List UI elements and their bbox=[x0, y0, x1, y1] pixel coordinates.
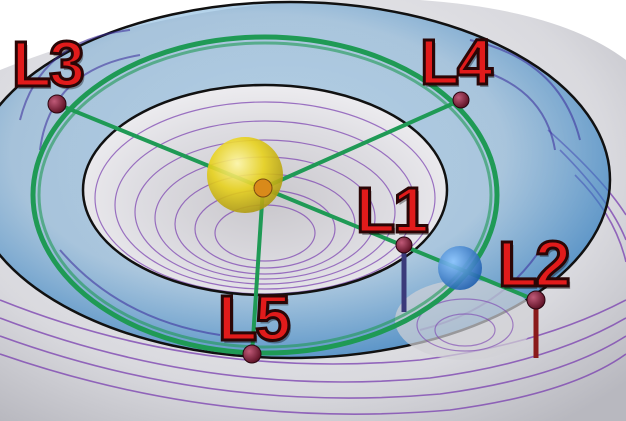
outer-orbit bbox=[30, 34, 500, 356]
lagrange-markers bbox=[47, 91, 546, 364]
label-l5: L5 bbox=[217, 282, 293, 354]
marker-l1 bbox=[395, 236, 413, 254]
planet-sphere-icon bbox=[438, 246, 482, 290]
label-l4: L4 bbox=[419, 26, 495, 98]
inner-orbit bbox=[37, 41, 493, 349]
marker-l3 bbox=[47, 94, 67, 114]
label-l3: L3 bbox=[11, 28, 87, 100]
marker-l2 bbox=[526, 290, 546, 310]
label-l1: L1 bbox=[355, 174, 431, 246]
star-sphere-icon bbox=[207, 137, 283, 213]
point-stems bbox=[401, 246, 539, 358]
orbit-rings bbox=[30, 34, 500, 356]
marker-l5 bbox=[242, 344, 262, 364]
label-l2: L2 bbox=[497, 228, 573, 300]
marker-l4 bbox=[452, 91, 470, 109]
